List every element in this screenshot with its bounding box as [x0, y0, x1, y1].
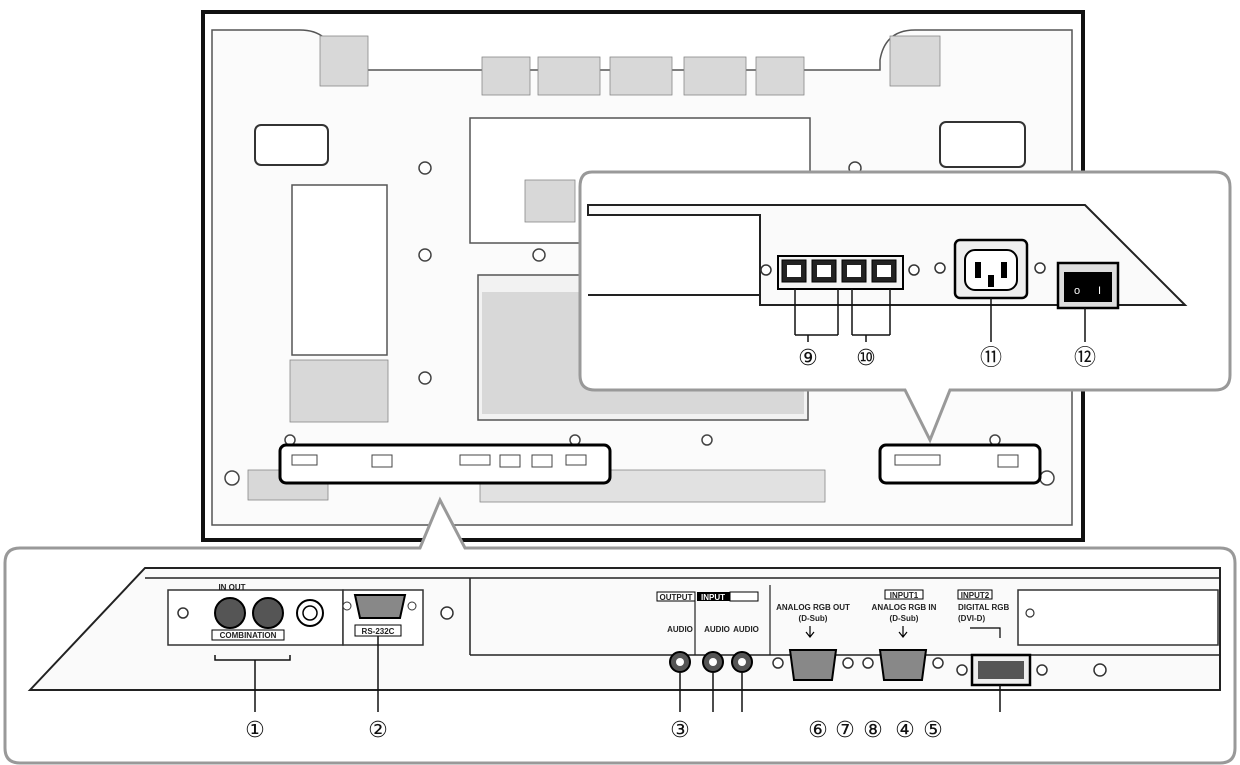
callout-4: ④: [895, 718, 915, 743]
callout-6: ⑥: [808, 718, 828, 743]
speaker-terminal-block: [760, 255, 920, 290]
analog-rgb-in: INPUT1 ANALOG RGB IN (D-Sub): [862, 589, 944, 681]
callout-7: ⑦: [835, 718, 855, 743]
input2-label: INPUT2: [961, 591, 990, 600]
analog-rgb-in-label: ANALOG RGB IN: [872, 603, 937, 612]
svg-text:o: o: [1074, 285, 1080, 297]
input-label: INPUT: [701, 593, 725, 602]
audio-input-b-label: AUDIO: [733, 625, 759, 634]
analog-rgb-in-sub-label: (D-Sub): [890, 614, 919, 623]
combination-label: COMBINATION: [220, 631, 277, 640]
audio-output-label: AUDIO: [667, 625, 693, 634]
analog-rgb-out: ANALOG RGB OUT (D-Sub): [769, 585, 854, 681]
rs232c-label: RS-232C: [362, 627, 395, 636]
analog-rgb-out-sub-label: (D-Sub): [799, 614, 828, 623]
callout-8: ⑧: [863, 718, 883, 743]
combination-connectors: IN OUT COMBINATION: [167, 583, 344, 646]
callout-1: ①: [245, 718, 265, 743]
audio-input-a-label: AUDIO: [704, 625, 730, 634]
input1-label: INPUT1: [890, 591, 919, 600]
output-label: OUTPUT: [660, 593, 693, 602]
ac-inlet: [934, 238, 1046, 300]
callout-3: ③: [670, 718, 690, 743]
zoom-panel-signals: IN OUT COMBINATION RS-232C OUTPUT INPUT …: [3, 496, 1237, 765]
callout-12: ⑫: [1074, 346, 1096, 371]
digital-rgb-label: DIGITAL RGB: [958, 603, 1009, 612]
svg-text:I: I: [1098, 285, 1101, 297]
callout-9: ⑨: [798, 346, 818, 371]
rs232c-connector: RS-232C: [342, 589, 454, 646]
in-out-label: IN OUT: [218, 583, 245, 592]
callout-10: ⑩: [856, 346, 876, 371]
callout-11: ⑪: [980, 346, 1002, 371]
callout-5: ⑤: [923, 718, 943, 743]
analog-rgb-out-label: ANALOG RGB OUT: [776, 603, 850, 612]
audio-section: OUTPUT INPUT AUDIO AUDIO AUDIO: [656, 591, 759, 673]
power-switch: o I: [1056, 261, 1120, 310]
digital-rgb-sub-label: (DVI-D): [958, 614, 985, 623]
callout-2: ②: [368, 718, 388, 743]
digital-rgb-dvi: INPUT2 DIGITAL RGB (DVI-D): [956, 589, 1107, 687]
zoom-panel-power: o I ⑨ ⑩ ⑪ ⑫: [578, 170, 1232, 444]
